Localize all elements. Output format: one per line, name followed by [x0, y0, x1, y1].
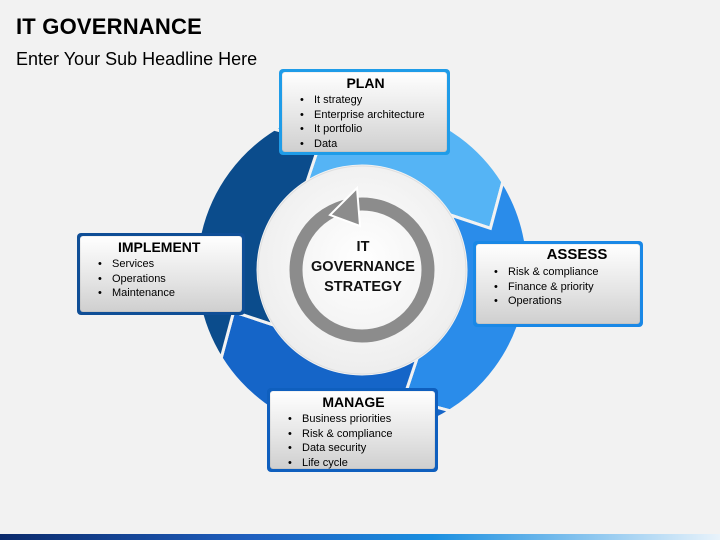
- footer-accent-bar: [0, 534, 720, 540]
- manage-item: Risk & compliance: [288, 427, 427, 442]
- center-label: IT GOVERNANCE STRATEGY: [303, 237, 423, 297]
- assess-card-body: ASSESS Risk & compliance Finance & prior…: [476, 244, 640, 324]
- center-label-line-3: STRATEGY: [324, 279, 402, 295]
- plan-card-body: PLAN It strategy Enterprise architecture…: [282, 72, 447, 152]
- assess-list: Risk & compliance Finance & priority Ope…: [486, 265, 632, 309]
- assess-item: Finance & priority: [494, 280, 632, 295]
- manage-title: MANAGE: [322, 394, 385, 410]
- plan-list: It strategy Enterprise architecture It p…: [292, 93, 439, 151]
- center-label-line-1: IT: [356, 239, 370, 255]
- plan-item: Enterprise architecture: [300, 108, 439, 123]
- plan-item: It portfolio: [300, 122, 439, 137]
- implement-list: Services Operations Maintenance: [90, 257, 234, 301]
- implement-card-body: IMPLEMENT Services Operations Maintenanc…: [80, 236, 242, 312]
- implement-item: Operations: [98, 272, 234, 287]
- implement-item: Maintenance: [98, 286, 234, 301]
- center-cycle-arrowhead: [328, 185, 362, 228]
- assess-item: Operations: [494, 294, 632, 309]
- page-title: IT GOVERNANCE: [16, 14, 202, 39]
- assess-card: ASSESS Risk & compliance Finance & prior…: [473, 241, 643, 327]
- manage-item: Life cycle: [288, 456, 427, 471]
- assess-title: ASSESS: [546, 246, 608, 263]
- assess-item: Risk & compliance: [494, 265, 632, 280]
- center-hub: [257, 165, 467, 375]
- implement-title: IMPLEMENT: [118, 239, 201, 255]
- center-cycle-ring: [289, 197, 435, 343]
- plan-title: PLAN: [346, 75, 385, 91]
- plan-item: Data: [300, 137, 439, 152]
- center-label-line-2: GOVERNANCE: [311, 259, 415, 275]
- implement-item: Services: [98, 257, 234, 272]
- implement-card: IMPLEMENT Services Operations Maintenanc…: [77, 233, 245, 315]
- plan-item: It strategy: [300, 93, 439, 108]
- manage-item: Data security: [288, 441, 427, 456]
- plan-card: PLAN It strategy Enterprise architecture…: [279, 69, 450, 155]
- manage-card: MANAGE Business priorities Risk & compli…: [267, 388, 438, 472]
- manage-list: Business priorities Risk & compliance Da…: [280, 412, 427, 470]
- page-subtitle: Enter Your Sub Headline Here: [16, 49, 258, 69]
- manage-card-body: MANAGE Business priorities Risk & compli…: [270, 391, 435, 470]
- manage-item: Business priorities: [288, 412, 427, 427]
